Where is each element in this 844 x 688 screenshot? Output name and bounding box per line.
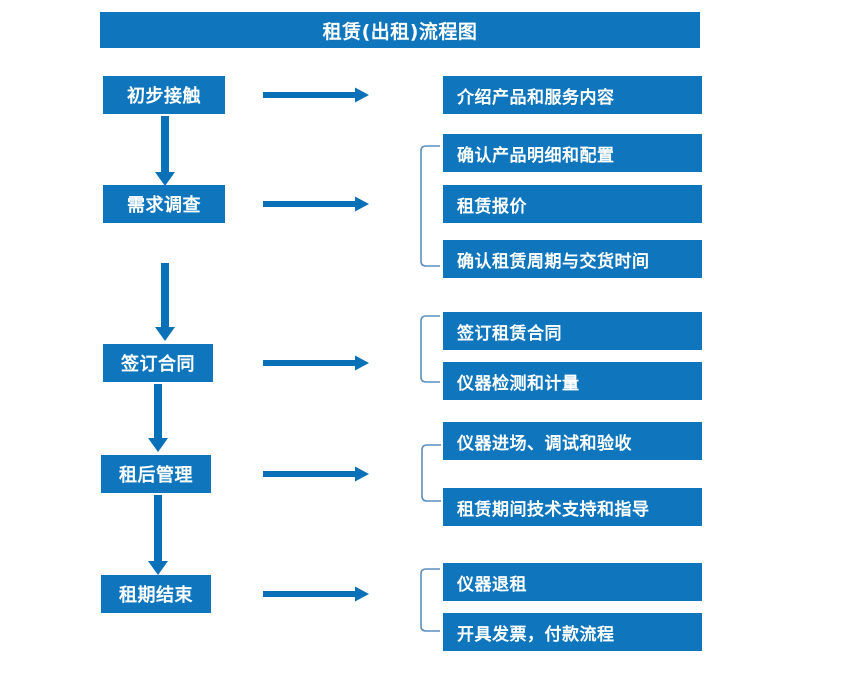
stage-box-needs-survey[interactable]: 需求调查 xyxy=(103,185,225,223)
right-arrow-icon xyxy=(263,196,369,212)
right-arrow-icon xyxy=(263,87,369,103)
detail-box-sign-rental-contract[interactable]: 签订租赁合同 xyxy=(443,312,702,350)
right-arrow-icon xyxy=(263,466,369,482)
detail-box-confirm-product-spec[interactable]: 确认产品明细和配置 xyxy=(443,134,702,172)
down-arrow-icon xyxy=(155,263,175,341)
detail-box-instrument-inspection[interactable]: 仪器检测和计量 xyxy=(443,362,702,400)
flowchart-title: 租赁(出租)流程图 xyxy=(100,12,700,48)
group-bracket-icon xyxy=(420,145,440,267)
group-bracket-icon xyxy=(420,568,440,632)
down-arrow-icon xyxy=(155,116,175,186)
group-bracket-icon xyxy=(421,444,441,502)
detail-box-technical-support[interactable]: 租赁期间技术支持和指导 xyxy=(443,488,702,526)
stage-box-rental-end[interactable]: 租期结束 xyxy=(101,575,211,613)
stage-box-sign-contract[interactable]: 签订合同 xyxy=(103,344,213,382)
detail-box-instrument-entry-commission[interactable]: 仪器进场、调试和验收 xyxy=(443,422,702,460)
right-arrow-icon xyxy=(263,586,369,602)
detail-box-instrument-return[interactable]: 仪器退租 xyxy=(443,563,702,601)
down-arrow-icon xyxy=(148,495,168,575)
stage-box-post-rental-management[interactable]: 租后管理 xyxy=(101,455,211,493)
detail-box-rental-quotation[interactable]: 租赁报价 xyxy=(443,185,702,223)
right-arrow-icon xyxy=(263,355,369,371)
detail-box-invoice-payment[interactable]: 开具发票，付款流程 xyxy=(443,613,702,651)
detail-box-introduce-products[interactable]: 介绍产品和服务内容 xyxy=(443,76,702,114)
stage-box-initial-contact[interactable]: 初步接触 xyxy=(103,76,225,114)
group-bracket-icon xyxy=(420,315,440,383)
detail-box-confirm-period-delivery[interactable]: 确认租赁周期与交货时间 xyxy=(443,240,702,278)
down-arrow-icon xyxy=(148,384,168,452)
